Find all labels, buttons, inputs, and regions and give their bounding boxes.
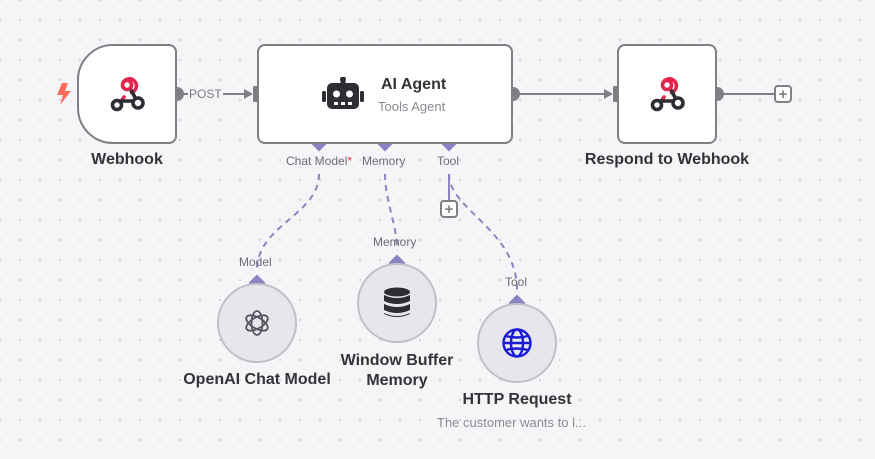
post-method-label: POST <box>188 87 223 101</box>
ai-agent-node[interactable] <box>257 44 513 144</box>
globe-icon <box>501 327 533 359</box>
add-tool-button[interactable]: + <box>440 200 458 218</box>
openai-chat-model-node[interactable] <box>217 283 297 363</box>
model-port-label: Model <box>239 255 272 269</box>
lightning-bolt-icon <box>56 83 72 110</box>
webhook-node[interactable] <box>77 44 177 144</box>
respond-node-title: Respond to Webhook <box>584 151 750 168</box>
openai-node-title: OpenAI Chat Model <box>183 371 331 388</box>
plus-icon: + <box>778 85 788 103</box>
memory-node-title: Window Buffer Memory <box>317 351 477 391</box>
memory-title-line1: Window Buffer <box>340 352 454 369</box>
http-request-node[interactable] <box>477 303 557 383</box>
connection-arrow <box>604 89 613 99</box>
openai-icon <box>242 308 272 338</box>
connection-tool[interactable] <box>448 173 518 291</box>
add-node-button[interactable]: + <box>774 85 792 103</box>
memory-sub-port-label: Memory <box>373 235 417 249</box>
robot-icon <box>322 76 364 116</box>
memory-port-label: Memory <box>362 154 406 168</box>
webhook-node-title: Webhook <box>91 151 163 168</box>
webhook-icon <box>648 76 686 112</box>
connection-memory[interactable] <box>384 173 398 251</box>
database-icon <box>383 287 411 319</box>
connection-model[interactable] <box>256 173 320 271</box>
memory-title-line2: Memory <box>366 372 428 389</box>
tool-port-label: Tool <box>437 154 460 168</box>
tool-sub-port-label: Tool <box>505 275 528 289</box>
webhook-icon <box>108 76 146 112</box>
http-node-title: HTTP Request <box>462 391 572 408</box>
window-buffer-memory-node[interactable] <box>357 263 437 343</box>
agent-subtitle: Tools Agent <box>378 99 446 114</box>
plus-icon: + <box>444 200 454 218</box>
connection-arrow <box>244 89 253 99</box>
http-node-subtitle: The customer wants to l... <box>437 415 586 430</box>
agent-title: AI Agent <box>381 76 447 93</box>
chat-model-port-label: Chat Model* <box>286 154 353 168</box>
respond-to-webhook-node[interactable] <box>617 44 717 144</box>
